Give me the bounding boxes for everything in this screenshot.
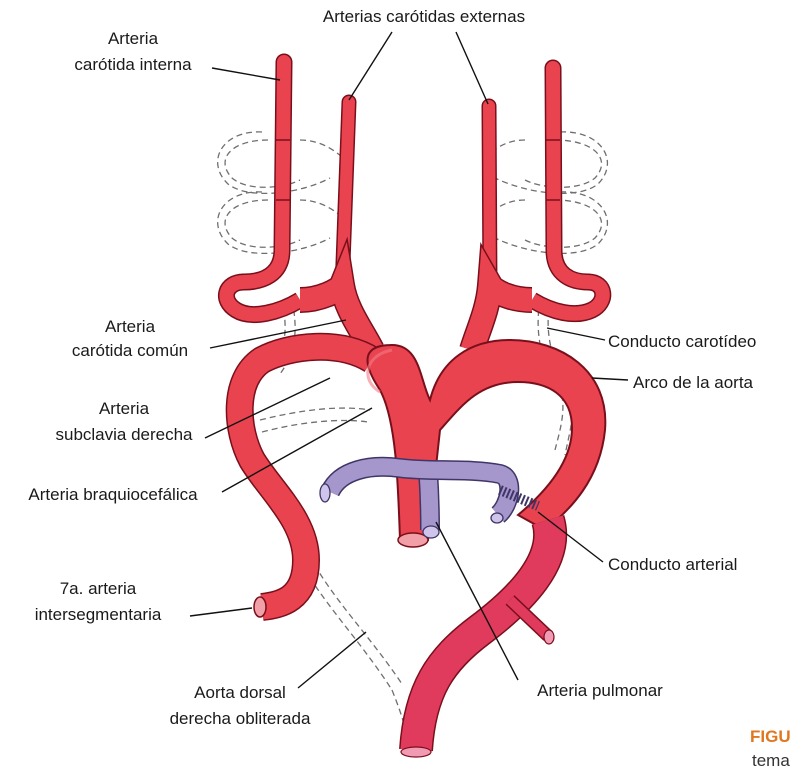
label-intersegmental-line1: 7a. arteria xyxy=(60,579,137,598)
label-internal-carotid-line1: Arteria xyxy=(108,29,159,48)
label-common-carotid-line2: carótida común xyxy=(72,341,188,360)
pulmonary-arteries xyxy=(320,467,538,538)
descending-aorta xyxy=(401,520,554,757)
internal-carotid-right xyxy=(532,68,603,314)
label-internal-carotid-line2: carótida interna xyxy=(74,55,192,74)
label-ductus-arteriosus: Conducto arterial xyxy=(608,555,737,574)
label-pulmonary-artery: Arteria pulmonar xyxy=(537,681,663,700)
label-external-carotid: Arterias carótidas externas xyxy=(323,7,525,26)
caption-text-fragment: tema xyxy=(752,751,790,770)
label-intersegmental-line2: intersegmentaria xyxy=(35,605,162,624)
label-aortic-arch: Arco de la aorta xyxy=(633,373,754,392)
label-brachiocephalic: Arteria braquiocefálica xyxy=(28,485,198,504)
label-common-carotid-line1: Arteria xyxy=(105,317,156,336)
aortic-arch xyxy=(368,340,606,547)
label-dorsal-aorta-line1: Aorta dorsal xyxy=(194,683,286,702)
figure-label: FIGU xyxy=(750,727,791,746)
label-dorsal-aorta-line2: derecha obliterada xyxy=(170,709,311,728)
label-carotid-duct: Conducto carotídeo xyxy=(608,332,756,351)
label-subclavian-line2: subclavia derecha xyxy=(55,425,193,444)
label-subclavian-line1: Arteria xyxy=(99,399,150,418)
internal-carotid-left xyxy=(226,62,300,315)
figure-caption-fragment: FIGU tema xyxy=(750,727,791,770)
